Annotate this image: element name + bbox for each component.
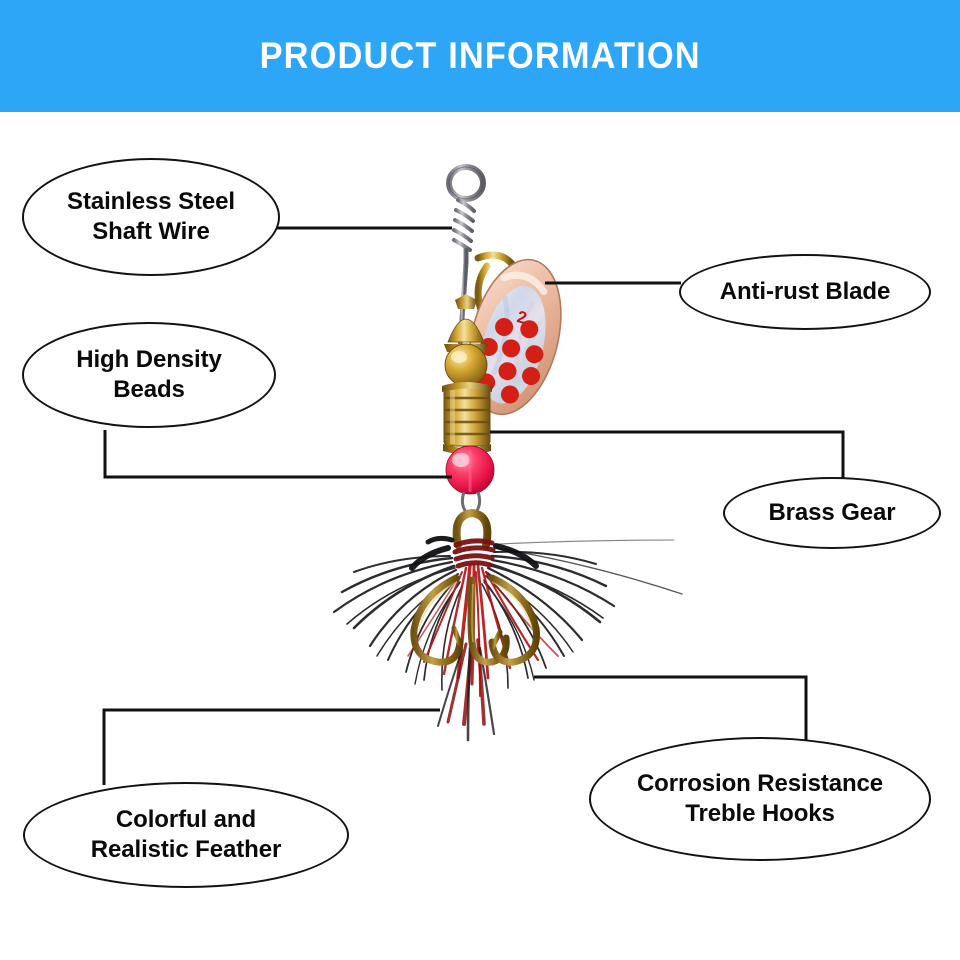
leader-line-beads: [103, 430, 452, 479]
page-title: PRODUCT INFORMATION: [259, 35, 701, 76]
leader-line-gear: [490, 430, 845, 479]
callout-corrosion-resistance-treble-hooks[interactable]: Corrosion Resistance Treble Hooks: [589, 737, 931, 861]
callout-beads-label: High Density Beads: [70, 345, 227, 406]
callout-beads-line2: Beads: [113, 376, 185, 403]
callout-stainless-steel-shaft-wire[interactable]: Stainless Steel Shaft Wire: [22, 158, 280, 276]
page-header-banner: PRODUCT INFORMATION: [0, 0, 960, 112]
blade-size-marking: 2: [515, 307, 529, 328]
leader-line-feather: [102, 708, 440, 785]
corrosion-resistance-treble-hooks: [410, 574, 541, 666]
callout-gear-label: Brass Gear: [768, 498, 896, 526]
high-density-red-bead: [445, 445, 495, 495]
callout-blade-label: Anti-rust Blade: [719, 277, 891, 305]
anti-rust-spinner-blade: 2: [468, 258, 562, 416]
callout-colorful-realistic-feather[interactable]: Colorful and Realistic Feather: [23, 782, 349, 888]
callout-brass-gear[interactable]: Brass Gear: [723, 477, 941, 549]
callout-beads-line1: High Density: [76, 345, 222, 373]
callout-hooks-label: Corrosion Resistance Treble Hooks: [631, 769, 889, 830]
callout-feather-line2: Realistic Feather: [90, 836, 282, 863]
callout-high-density-beads[interactable]: High Density Beads: [22, 322, 276, 428]
blade-dot-pattern: [477, 318, 544, 404]
treble-hook-eye: [452, 508, 492, 549]
leader-line-hooks: [534, 675, 808, 740]
callout-feather-label: Colorful and Realistic Feather: [85, 805, 287, 866]
callout-hooks-line1: Corrosion Resistance: [636, 769, 884, 797]
callout-shaft-label: Stainless Steel Shaft Wire: [61, 187, 241, 248]
callout-hooks-line2: Treble Hooks: [685, 800, 835, 827]
callout-shaft-line1: Stainless Steel: [67, 187, 235, 215]
callout-feather-line1: Colorful and: [115, 805, 257, 833]
callout-anti-rust-blade[interactable]: Anti-rust Blade: [679, 254, 931, 330]
high-density-round-bead: [444, 343, 488, 387]
callout-shaft-line2: Shaft Wire: [92, 218, 210, 245]
